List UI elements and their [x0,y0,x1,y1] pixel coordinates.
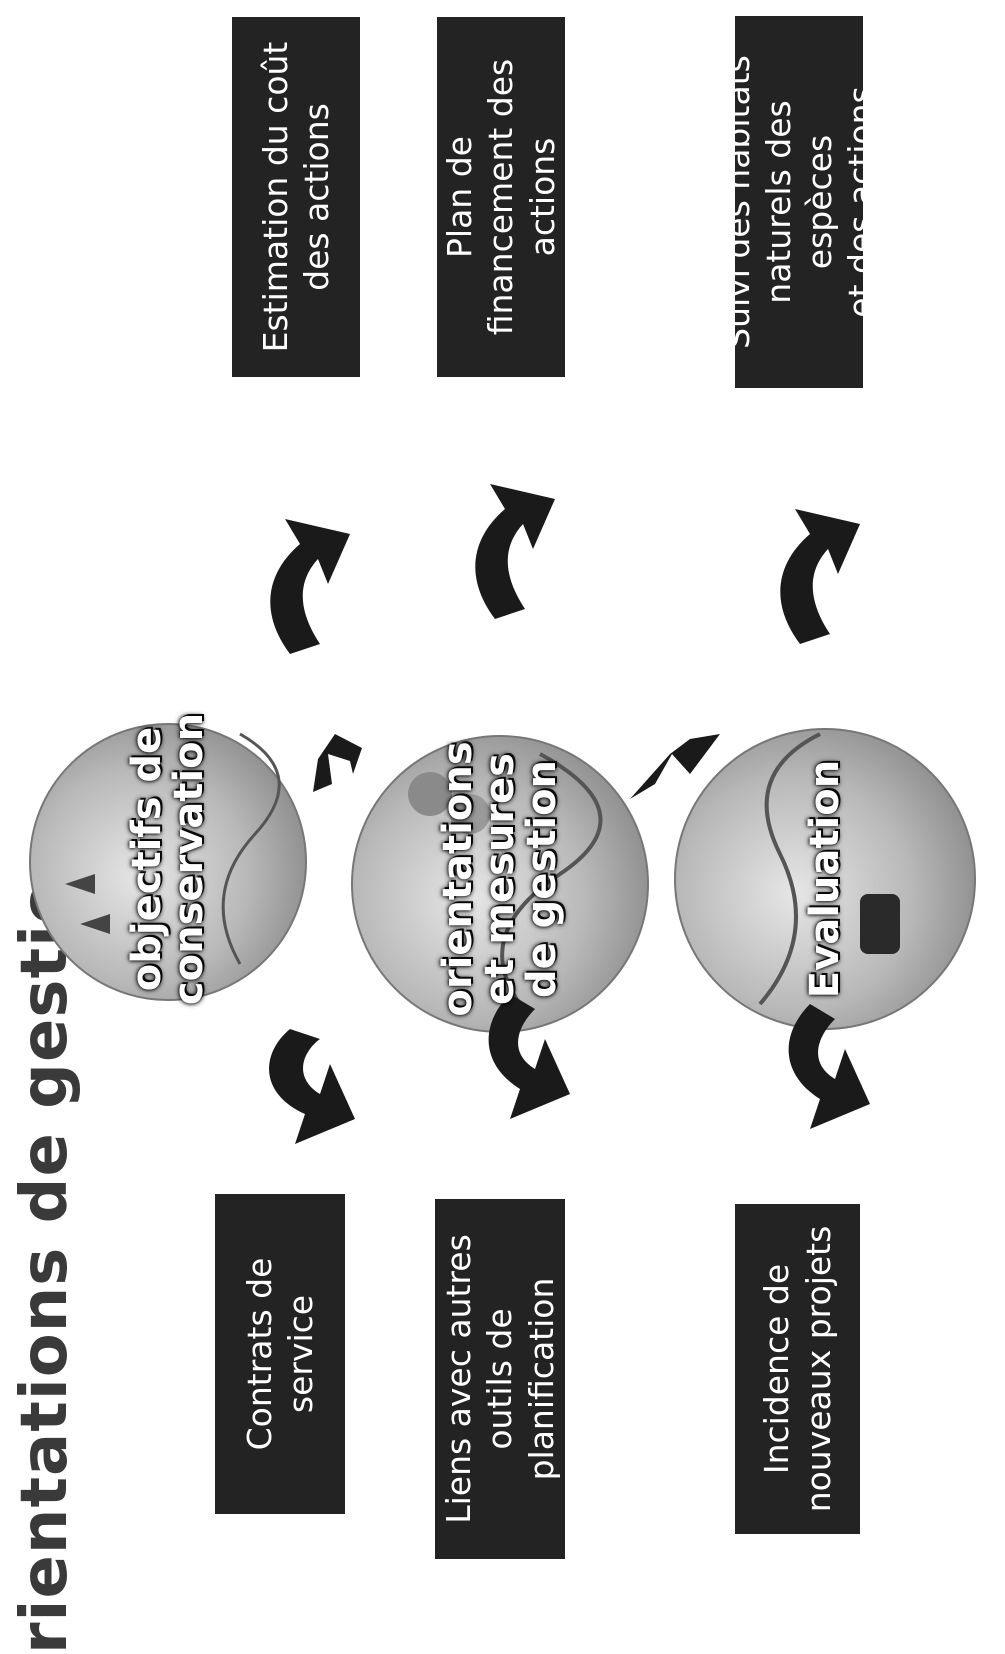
flow-arrows-vertical [313,734,720,799]
arrow-down-2 [630,734,720,799]
box-estimation-cout: Estimation du coût des actions [232,17,360,377]
box-liens-autres-outils: Liens avec autres outils de planificatio… [435,1199,565,1559]
arrow-mid-left [488,994,570,1119]
arrow-down-1 [313,734,362,792]
curved-arrows [269,484,870,1144]
box-contrats-de-service: Contrats de service [215,1194,345,1514]
box-incidence-nouveaux-projets: Incidence de nouveaux projets [735,1204,860,1534]
box-plan-financement: Plan de financement des actions [437,17,565,377]
box-suivi-habitats: Suivi des habitats naturels des espèces … [718,16,880,388]
arrow-bottom-left [788,1004,870,1129]
arrow-bottom-right [780,509,860,644]
circle-label-orientations: orientations et mesures de gestion [435,741,565,1017]
circle-label-objectifs: objectifs de conservation [123,712,212,1006]
circle-label-evaluation: Evaluation [802,759,848,999]
arrow-top-right [270,519,350,654]
arrow-mid-right [475,484,555,619]
arrow-top-left [269,1029,355,1144]
circle-orientations-graphic [351,735,649,1033]
circle-objectifs-graphic [29,723,307,1001]
